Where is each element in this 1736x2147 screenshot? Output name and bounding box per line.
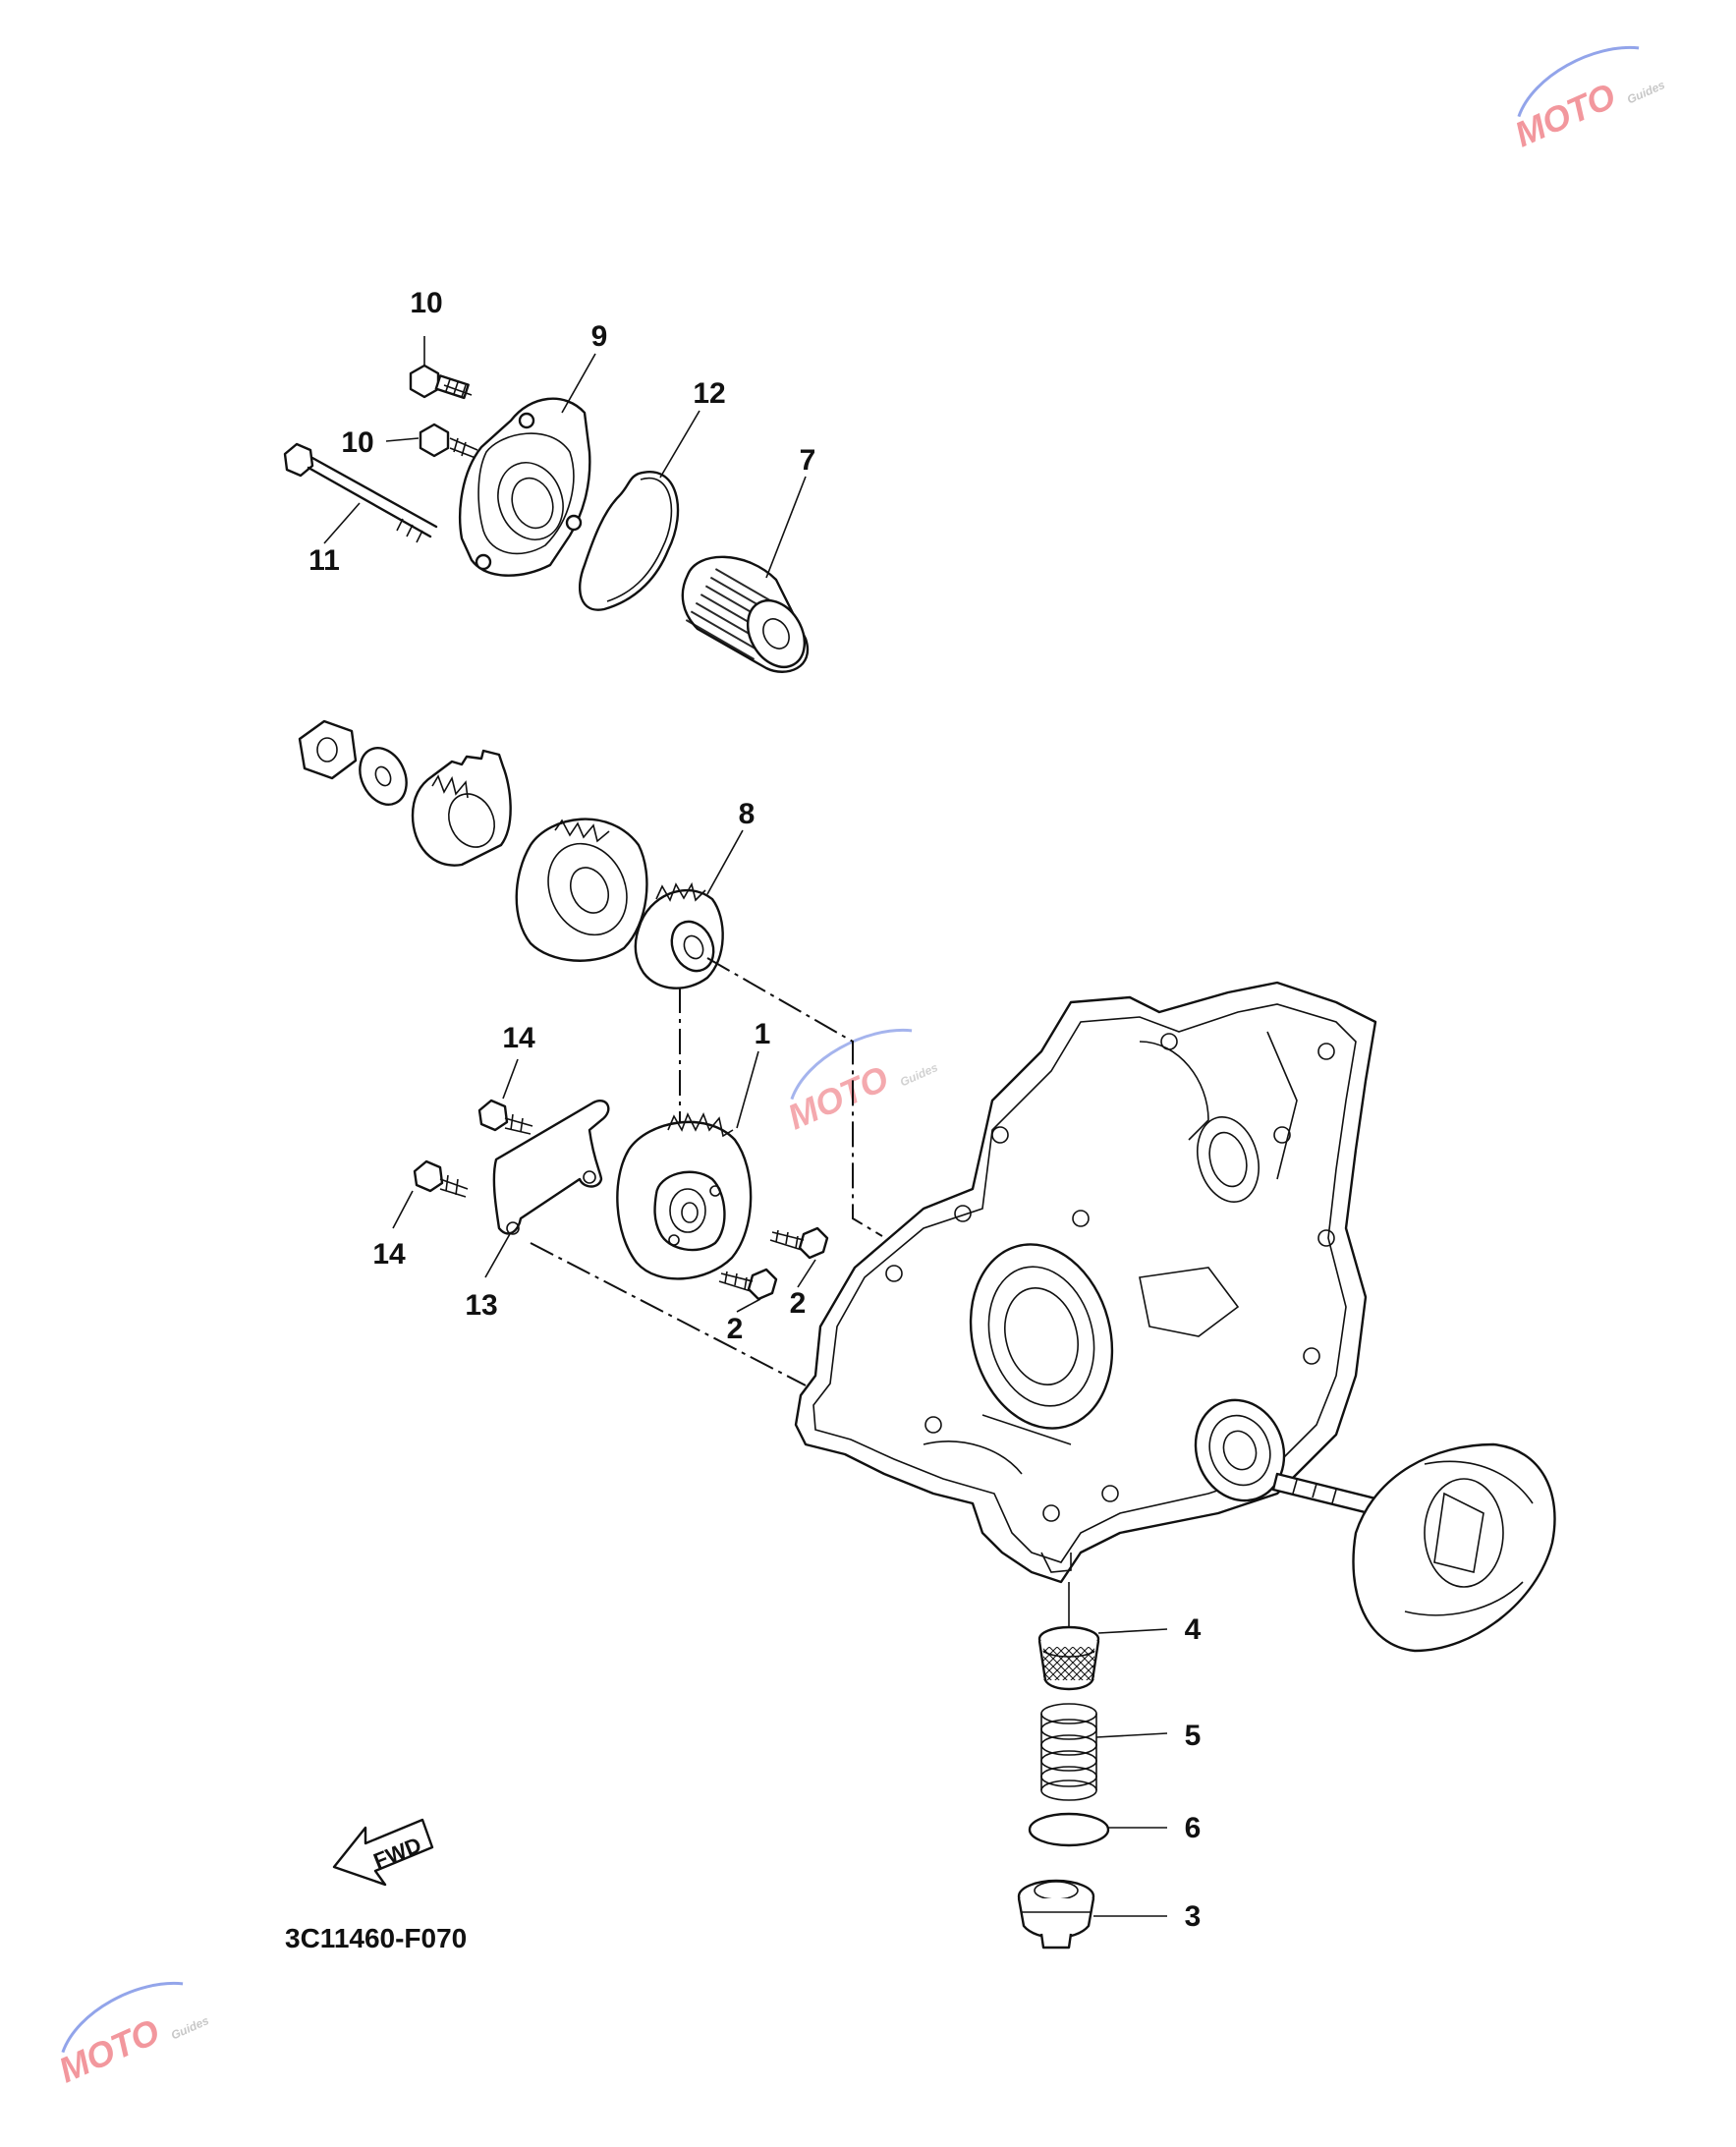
leader-line: [561, 353, 596, 414]
leader-line: [736, 1298, 761, 1313]
callout-9: 9: [591, 320, 608, 353]
fwd-direction-arrow: FWD: [332, 1818, 434, 1887]
callout-3: 3: [1185, 1900, 1202, 1933]
leader-line: [736, 1050, 759, 1129]
oil-filter-part-7: [681, 555, 810, 673]
callout-12: 12: [693, 377, 725, 410]
screw-part-2-left: [718, 1268, 778, 1301]
leader-line: [502, 1058, 519, 1100]
nut-upper-left: [298, 719, 358, 780]
callout-10-upper: 10: [410, 287, 442, 319]
gear-primary-small: [411, 749, 512, 867]
strainer-part-4: [1037, 1625, 1100, 1691]
washer-upper-left: [359, 747, 408, 806]
assembly-axis-line: [706, 957, 883, 1237]
oil-pump-part-1: [616, 1112, 753, 1280]
leader-line: [1095, 1732, 1168, 1738]
watermark-logo-top-right: MOTO Guides: [1509, 45, 1667, 154]
leader-line: [797, 1259, 816, 1288]
crankcase-half: [794, 981, 1377, 1584]
o-ring-part-6: [1028, 1812, 1110, 1847]
callout-14-upper: 14: [502, 1022, 535, 1054]
callout-8: 8: [739, 798, 756, 830]
bolt-part-10-upper: [409, 364, 473, 400]
shaft-and-rotor: [1271, 1442, 1556, 1653]
watermark-sub-text: Guides: [898, 1060, 940, 1089]
watermark-logo-text: MOTO: [782, 1057, 895, 1137]
bolt-part-14-lower: [413, 1159, 469, 1198]
callout-5: 5: [1185, 1720, 1202, 1752]
callout-7: 7: [800, 444, 816, 477]
leader-line: [392, 1190, 414, 1229]
callout-2-left: 2: [727, 1313, 744, 1345]
watermark-logo-bottom-left: MOTO Guides: [53, 1981, 211, 2090]
filter-cover-part-9: [459, 397, 591, 577]
gear-primary-large: [515, 818, 648, 962]
leader-line: [659, 410, 700, 479]
long-bolt-part-11: [283, 442, 438, 543]
watermark-logo-center: MOTO Guides: [782, 1028, 940, 1137]
watermark-logo-text: MOTO: [53, 2010, 166, 2090]
figure-code: 3C11460-F070: [285, 1923, 467, 1953]
callout-14-lower: 14: [372, 1238, 406, 1271]
leader-line: [323, 502, 361, 544]
watermark-sub-text: Guides: [169, 2013, 211, 2042]
bolt-part-14-upper: [477, 1099, 533, 1135]
leader-line: [765, 476, 807, 579]
retainer-plate-part-13: [492, 1100, 610, 1235]
watermark-logo-text: MOTO: [1509, 75, 1622, 154]
assembly-axis-line: [530, 1242, 807, 1386]
callout-2-right: 2: [790, 1287, 807, 1320]
watermark-sub-text: Guides: [1625, 78, 1667, 106]
screw-part-2-right: [769, 1226, 829, 1260]
gear-part-8: [634, 881, 724, 989]
drain-plug-part-3: [1017, 1879, 1095, 1949]
leader-line: [385, 437, 420, 442]
callout-11: 11: [308, 544, 340, 577]
callout-6: 6: [1185, 1812, 1202, 1844]
leader-line: [1097, 1628, 1168, 1634]
o-ring-part-12: [578, 471, 680, 611]
callout-1: 1: [755, 1018, 771, 1050]
callout-10-lower: 10: [341, 426, 373, 459]
bolt-part-10-lower: [419, 423, 478, 459]
callout-4: 4: [1185, 1613, 1202, 1646]
leader-line: [484, 1231, 512, 1278]
spring-part-5: [1040, 1703, 1097, 1801]
callout-13: 13: [465, 1289, 497, 1322]
leader-line: [706, 829, 744, 895]
